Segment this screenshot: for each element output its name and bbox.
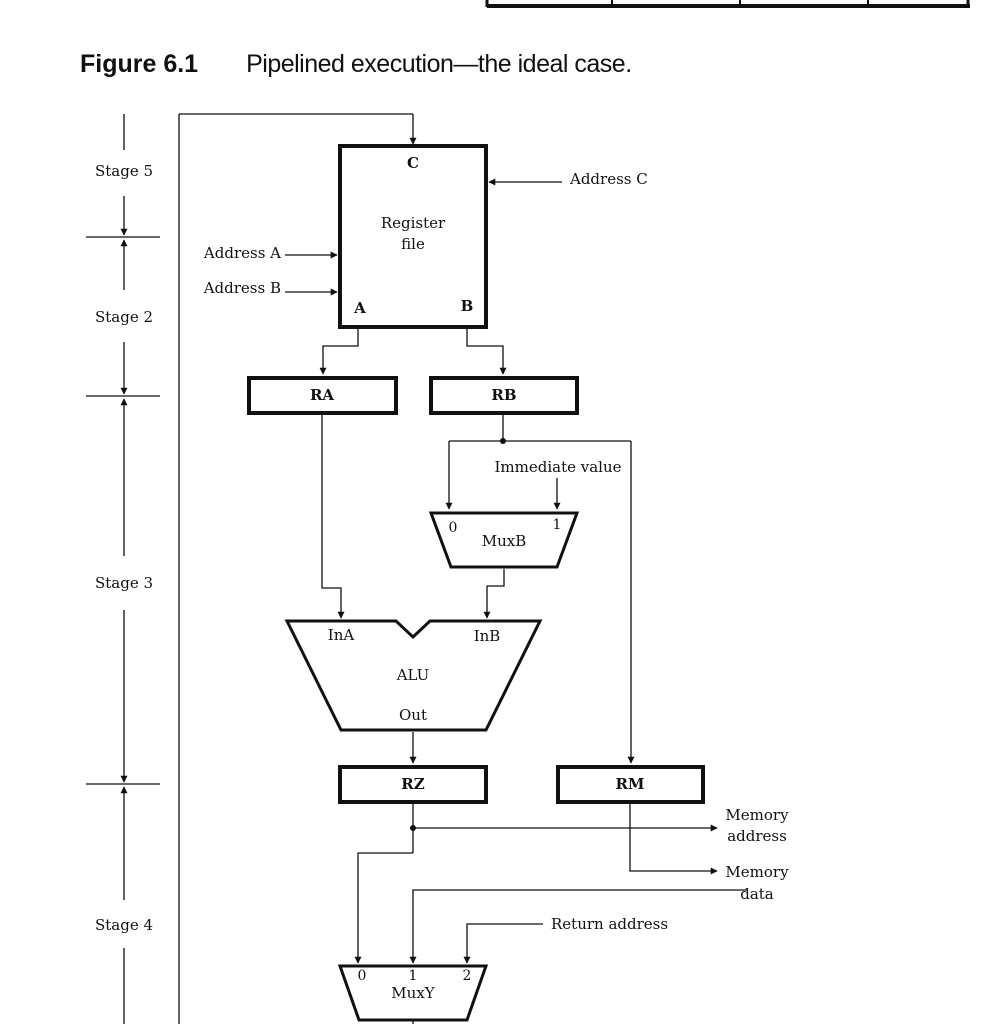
figure-number: Figure 6.1 [80,50,199,78]
address-arrows [285,178,562,296]
register-file-label-line1: Register [381,214,446,232]
writeback-feedback-line [178,113,417,1024]
register-file-port-a: A [353,299,366,317]
register-file-port-c: C [407,154,419,172]
register-ra [247,376,398,415]
memory-address-label-line2: address [727,827,787,845]
register-file-port-b: B [461,297,474,315]
alu-output-label: Out [399,706,427,724]
alu-label: ALU [396,666,430,684]
register-rb [429,376,579,415]
register-rz-label: RZ [401,775,424,793]
register-ra-label: RA [310,386,334,404]
rb-fanout-wires [445,415,635,764]
address-b-label: Address B [203,279,281,297]
memory-data-label-line1: Memory [725,863,789,881]
muxy-block [337,964,489,1022]
register-rm-label: RM [615,775,644,793]
stage-5-label: Stage 5 [95,162,153,180]
register-rm [556,765,705,804]
muxb-input-0: 0 [449,520,458,536]
muxy-input-1: 1 [409,968,418,984]
immediate-value-label: Immediate value [494,458,621,476]
alu-block [284,619,543,732]
cropped-table-fragment [485,0,970,8]
memory-interface-wires [354,804,748,964]
figure-caption: Figure 6.1 Pipelined execution—the ideal… [80,50,632,90]
rb-junction-dot [500,438,506,444]
register-file-block [338,144,488,329]
muxy-label: MuxY [391,984,435,1002]
stage-timeline [86,114,160,1024]
muxb-label: MuxB [482,532,527,550]
alu-input-b-label: InB [474,627,501,645]
figure-title: Pipelined execution—the ideal case. [246,50,632,78]
address-c-label: Address C [569,170,648,188]
register-rb-label: RB [491,386,516,404]
stage-4-label: Stage 4 [95,916,153,934]
muxy-input-0: 0 [358,968,367,984]
alu-input-a-label: InA [328,626,355,644]
muxb-input-1: 1 [553,517,562,533]
memory-data-label-line2: data [740,885,774,903]
regfile-to-ra-rb-wires [319,329,507,375]
stage-2-label: Stage 2 [95,308,153,326]
muxb-block [428,511,580,569]
memory-address-label-line1: Memory [725,806,789,824]
stage-3-label: Stage 3 [95,574,153,592]
register-rz [338,765,488,804]
muxy-input-2: 2 [463,968,472,984]
return-address-label: Return address [551,915,668,933]
register-file-label-line2: file [401,235,425,253]
alu-input-wires [321,415,505,619]
address-a-label: Address A [203,244,281,262]
rz-junction-dot [410,825,416,831]
